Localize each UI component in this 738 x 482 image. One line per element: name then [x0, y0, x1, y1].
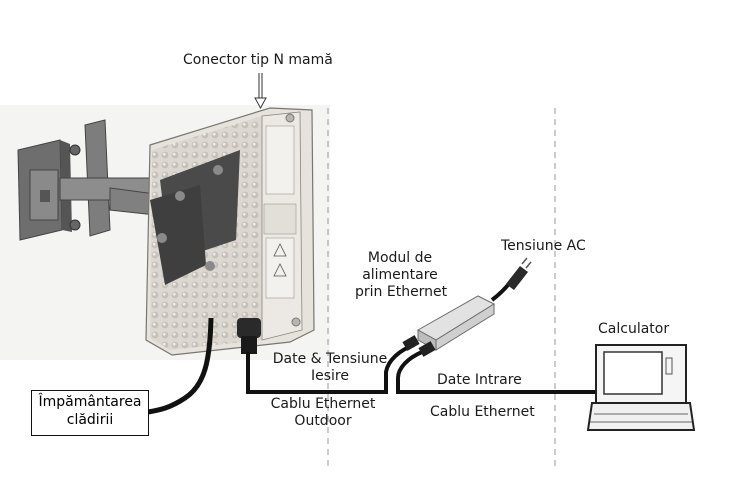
data-in-label: Date Intrare: [437, 372, 522, 388]
poe-label-line3: prin Ethernet: [355, 284, 448, 300]
poe-module-label: Modul de alimentare prin Ethernet: [355, 250, 448, 301]
indoor-ethernet-cable: [396, 350, 600, 394]
laptop-computer: [586, 344, 696, 431]
ground-line2: clădirii: [66, 412, 114, 428]
ac-power-label: Tensiune AC: [501, 238, 586, 254]
poe-label-line1: Modul de: [367, 250, 433, 266]
mounting-bracket: [17, 119, 201, 241]
ethernet-cable-label: Cablu Ethernet: [430, 404, 535, 420]
cable-gland: [237, 318, 261, 354]
ground-line1: Împământarea: [38, 394, 142, 410]
outdoor-cable-line1: Cablu Ethernet: [270, 396, 376, 412]
poe-label-line2: alimentare: [362, 267, 438, 283]
n-connector-label: Conector tip N mamă: [183, 52, 333, 68]
poe-injector: [402, 295, 496, 357]
data-power-line1: Date & Tensiune: [272, 351, 388, 367]
computer-label: Calculator: [598, 321, 670, 337]
data-power-line2: Iesire: [311, 368, 349, 384]
building-ground-label: Împământarea clădirii: [31, 390, 149, 436]
n-connector-arrow: [254, 73, 267, 110]
outdoor-cable-line2: Outdoor: [294, 413, 352, 429]
outdoor-cable-label: Cablu Ethernet Outdoor: [262, 396, 384, 430]
outdoor-radio-unit: [145, 107, 315, 356]
ac-power-cord: [490, 257, 532, 302]
data-power-out-label: Date & Tensiune Iesire: [270, 351, 390, 385]
ground-cable: [147, 317, 214, 415]
